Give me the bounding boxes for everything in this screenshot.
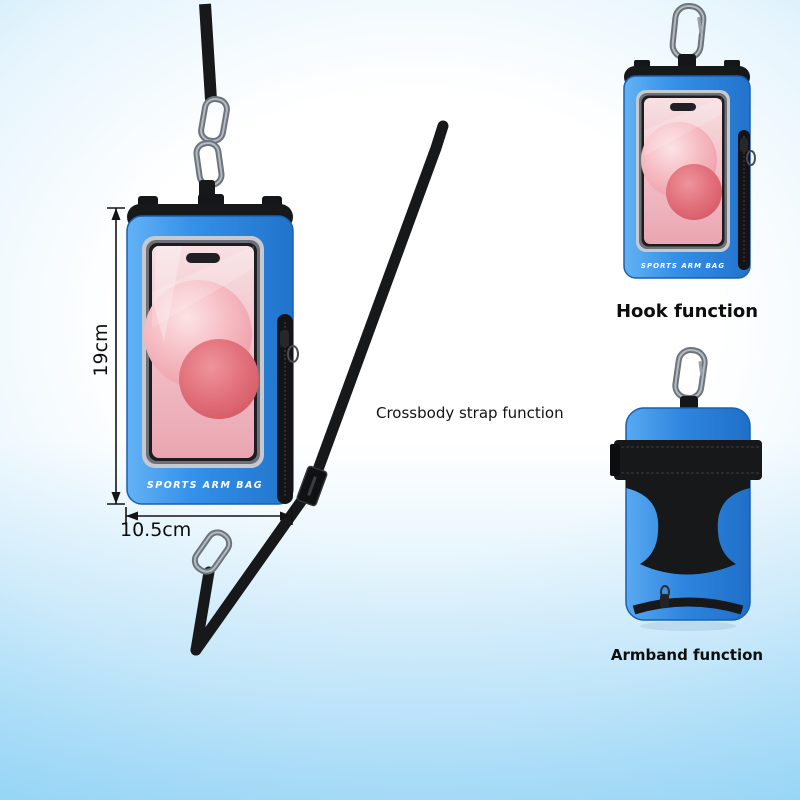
strap-adjuster-buckle (296, 465, 328, 507)
width-dimension-label: 10.5cm (120, 519, 192, 541)
crossbody-strap-long (190, 120, 449, 656)
brand-text-front: SPORTS ARM BAG (147, 480, 263, 491)
crossbody-strap-caption: Crossbody strap function (376, 404, 564, 422)
armband-pouch-body (610, 407, 762, 621)
bottom-trim (632, 597, 744, 615)
main-pouch-front: SPORTS ARM BAG (126, 194, 299, 505)
hook-pouch-body: SPORTS ARM BAG (623, 60, 756, 279)
carabiner-hook (672, 346, 708, 402)
hook-pouch-front: SPORTS ARM BAG (623, 2, 756, 279)
height-dimension-label: 19cm (90, 323, 112, 377)
strap-buckle (610, 444, 620, 476)
crossbody-strap-top (199, 3, 217, 101)
phone-notch (670, 103, 696, 111)
height-dimension-line (107, 207, 125, 505)
zipper-pull (740, 138, 748, 152)
carabiner-hook (669, 2, 707, 62)
phone-notch (186, 253, 220, 263)
width-dimension-line (125, 507, 293, 525)
zipper-strip (277, 314, 293, 504)
carabiner-hook-bottom (191, 529, 233, 575)
hook-caption: Hook function (615, 301, 759, 322)
glass-reflection (152, 246, 254, 328)
carabiner-hook-top-1 (198, 95, 230, 145)
armband-caption: Armband function (610, 646, 764, 664)
armband-strap (614, 440, 762, 480)
armband-sleeve (626, 480, 750, 575)
armband-pouch-back (610, 346, 762, 631)
glass-reflection (644, 98, 722, 156)
carabiner-hook-top-2 (193, 139, 225, 189)
zipper-pull (660, 594, 669, 608)
zipper-pull (280, 330, 289, 347)
wallpaper-sphere-small (666, 164, 722, 220)
wallpaper-sphere-small (179, 339, 259, 419)
shadow (640, 621, 736, 631)
brand-text-small: SPORTS ARM BAG (641, 262, 725, 270)
main-pouch-body: SPORTS ARM BAG (126, 194, 299, 505)
